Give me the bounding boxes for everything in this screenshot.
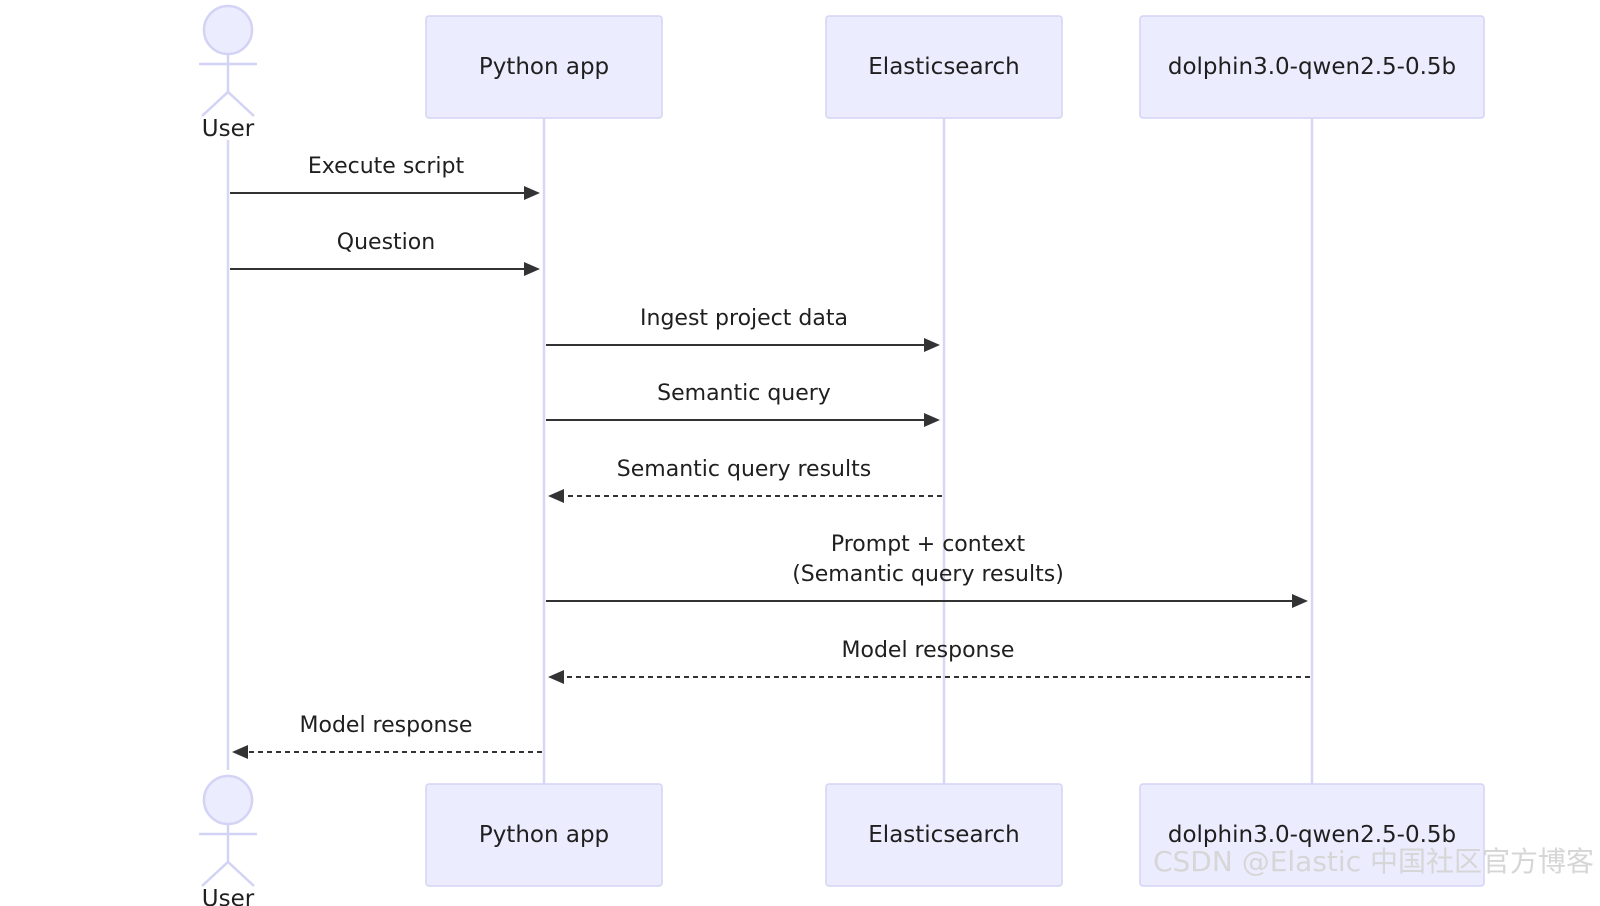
- actor-top: User: [199, 4, 257, 142]
- message-label: Semantic query results: [617, 457, 871, 482]
- participant-label: Python app: [479, 54, 609, 80]
- message-label: Semantic query: [657, 381, 831, 406]
- participant-python-top: Python app: [425, 15, 663, 119]
- participant-box: [825, 783, 1063, 887]
- arrowhead: [924, 338, 940, 352]
- participant-label: Elasticsearch: [868, 54, 1019, 80]
- actor-label: User: [202, 886, 255, 906]
- participant-box: [1139, 783, 1485, 887]
- watermark-text: CSDN @Elastic 中国社区官方博客: [1153, 845, 1594, 878]
- participants-top: User Python app Elasticsearch dolphin3.0-qw…: [199, 4, 1485, 142]
- lifelines: [226, 118, 1314, 784]
- participant-box: [425, 15, 663, 119]
- actor-head: [202, 774, 254, 826]
- participant-label: dolphin3.0-qwen2.5-0.5b: [1168, 54, 1456, 80]
- actor-head: [202, 4, 254, 56]
- message-prompt-context-semantic-query-results: Prompt + context (Semantic query results): [546, 532, 1308, 608]
- participant-label: dolphin3.0-qwen2.5-0.5b: [1168, 822, 1456, 848]
- message-label: Prompt + context: [831, 532, 1026, 557]
- message-semantic-query-results: Semantic query results: [548, 457, 942, 503]
- message-ingest-project-data: Ingest project data: [546, 306, 940, 352]
- message-semantic-query: Semantic query: [546, 381, 940, 427]
- participant-box: [825, 15, 1063, 119]
- participant-label: Elasticsearch: [868, 822, 1019, 848]
- arrowhead: [548, 670, 564, 684]
- participant-model-top: dolphin3.0-qwen2.5-0.5b: [1139, 15, 1485, 119]
- participant-box: [1139, 15, 1485, 119]
- participants-bottom: User Python app Elasticsearch dolphin3.0-qw…: [199, 774, 1485, 906]
- actor-bottom: User: [199, 774, 257, 906]
- arrowhead: [524, 186, 540, 200]
- message-label: Execute script: [308, 154, 465, 179]
- message-label: Ingest project data: [640, 306, 848, 331]
- message-label: (Semantic query results): [792, 562, 1064, 587]
- participant-label: Python app: [479, 822, 609, 848]
- actor-legs: [201, 860, 255, 887]
- message-label: Model response: [842, 638, 1015, 663]
- actor-label: User: [202, 116, 255, 142]
- participant-es-top: Elasticsearch: [825, 15, 1063, 119]
- message-execute-script: Execute script: [230, 154, 540, 200]
- arrowhead: [548, 489, 564, 503]
- participant-model-bottom: dolphin3.0-qwen2.5-0.5b: [1139, 783, 1485, 887]
- arrowhead: [232, 745, 248, 759]
- message-label: Model response: [300, 713, 473, 738]
- participant-box: [425, 783, 663, 887]
- arrowhead: [924, 413, 940, 427]
- arrowhead: [1292, 594, 1308, 608]
- participant-es-bottom: Elasticsearch: [825, 783, 1063, 887]
- message-label: Question: [337, 230, 435, 255]
- message-model-response: Model response: [232, 713, 542, 759]
- actor-legs: [201, 90, 255, 117]
- arrowhead: [524, 262, 540, 276]
- message-model-response: Model response: [548, 638, 1310, 684]
- message-question: Question: [230, 230, 540, 276]
- participant-python-bottom: Python app: [425, 783, 663, 887]
